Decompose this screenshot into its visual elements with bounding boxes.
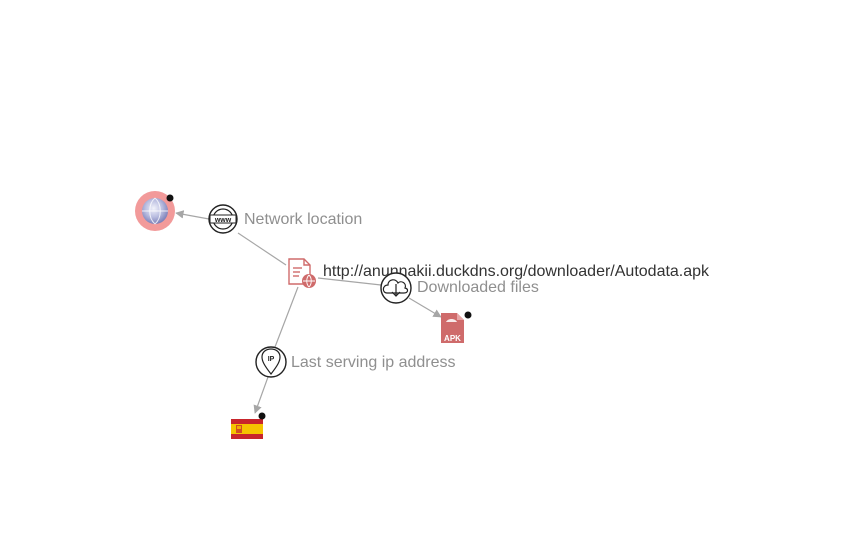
svg-text:www: www (214, 217, 232, 224)
cloud-download-icon (382, 279, 409, 297)
edge-last-serving-ip-to-country (253, 376, 269, 414)
edge-url-to-network-location (237, 232, 287, 266)
country-node[interactable] (231, 412, 266, 440)
edge-network-location-to-domain (175, 210, 210, 220)
country-node-indicator-dot (258, 412, 266, 420)
relation-label-last-serving-ip: Last serving ip address (291, 354, 456, 371)
apk-file-node[interactable]: APK (441, 311, 472, 344)
relation-network-location[interactable]: www Network location (208, 204, 362, 234)
edge-downloaded-files-to-apk (408, 297, 442, 318)
url-document-icon (288, 258, 316, 288)
relation-downloaded-files[interactable]: Downloaded files (380, 272, 539, 304)
edge-url-to-downloaded-files (317, 277, 382, 286)
ip-location-icon: IP (261, 348, 281, 375)
relation-label-downloaded-files: Downloaded files (417, 279, 539, 296)
www-icon: www (209, 208, 237, 230)
domain-node[interactable] (135, 191, 175, 231)
apk-file-icon: APK (441, 313, 464, 343)
graph-edges (175, 210, 442, 414)
globe-icon-meridians (142, 197, 168, 225)
apk-file-icon-text: APK (444, 334, 461, 343)
url-node[interactable]: http://anunnakii.duckdns.org/downloader/… (288, 258, 710, 288)
apk-node-indicator-dot (464, 311, 472, 319)
edge-url-to-last-serving-ip (274, 286, 299, 348)
relation-label-network-location: Network location (244, 211, 362, 228)
spain-flag-icon (231, 419, 263, 439)
relation-last-serving-ip[interactable]: IP Last serving ip address (255, 346, 456, 378)
svg-text:IP: IP (268, 356, 275, 363)
url-label: http://anunnakii.duckdns.org/downloader/… (323, 263, 710, 280)
domain-node-indicator-dot (166, 194, 174, 202)
